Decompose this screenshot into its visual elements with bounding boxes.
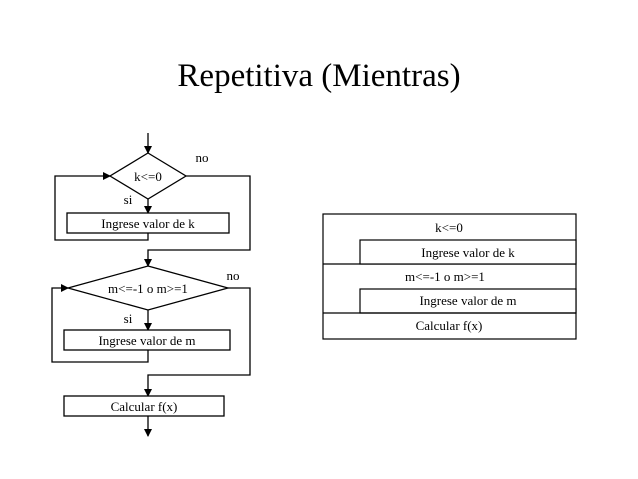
yes-label-m: si bbox=[124, 311, 133, 326]
no-label-k: no bbox=[196, 150, 209, 165]
decision-k-label: k<=0 bbox=[134, 169, 162, 184]
ns-loop2-body-label: Ingrese valor de m bbox=[419, 293, 516, 308]
ns-loop1-body-label: Ingrese valor de k bbox=[421, 245, 515, 260]
ns-loop1-condition: k<=0 bbox=[435, 220, 463, 235]
ns-outer-box bbox=[322, 213, 577, 340]
no-exit-m bbox=[144, 287, 251, 397]
decision-m-label: m<=-1 o m>=1 bbox=[108, 281, 188, 296]
ns-final-label: Calcular f(x) bbox=[416, 318, 483, 333]
process-m-box bbox=[63, 329, 231, 351]
loop-back-k bbox=[54, 172, 149, 241]
ns-loop2-body bbox=[359, 288, 577, 314]
ns-loop2-condition: m<=-1 o m>=1 bbox=[405, 269, 485, 284]
flowchart bbox=[51, 133, 251, 437]
flowchart-labels: k<=0 si no Ingrese valor de k m<=-1 o m>… bbox=[98, 150, 239, 414]
loop-back-m bbox=[51, 284, 149, 363]
yes-label-k: si bbox=[124, 192, 133, 207]
final-process-label: Calcular f(x) bbox=[111, 399, 178, 414]
no-label-m: no bbox=[227, 268, 240, 283]
ns-labels: k<=0 Ingrese valor de k m<=-1 o m>=1 Ing… bbox=[405, 220, 517, 333]
ns-loop1-body bbox=[359, 239, 577, 265]
process-k-label: Ingrese valor de k bbox=[101, 216, 195, 231]
no-exit-k bbox=[144, 175, 251, 267]
process-m-label: Ingrese valor de m bbox=[98, 333, 195, 348]
ns-diagram bbox=[322, 213, 577, 340]
final-process-box bbox=[63, 395, 225, 417]
slide-title: Repetitiva (Mientras) bbox=[177, 58, 461, 94]
